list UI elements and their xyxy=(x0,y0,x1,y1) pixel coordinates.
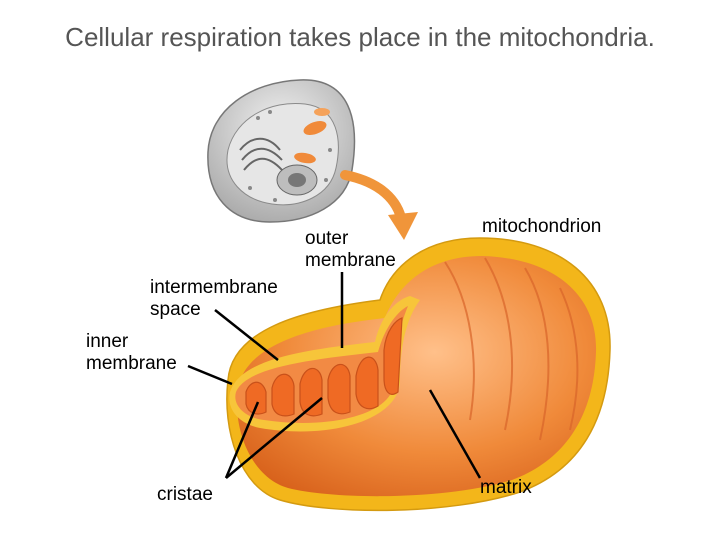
label-inner: inner xyxy=(86,331,129,352)
label-inner-membrane: membrane xyxy=(86,353,177,374)
leader-cristae-2 xyxy=(225,397,323,479)
leader-intermembrane xyxy=(214,309,279,361)
label-space: space xyxy=(150,299,201,320)
animal-cell xyxy=(207,79,356,223)
label-cristae: cristae xyxy=(157,484,213,505)
leader-lines xyxy=(187,272,482,479)
label-outer: outer xyxy=(305,228,349,249)
cell-mitochondrion-1 xyxy=(303,121,327,135)
outer-ridges xyxy=(444,257,579,441)
cell-mitochondrion-3 xyxy=(314,108,330,116)
leader-matrix xyxy=(428,389,482,479)
label-matrix: matrix xyxy=(480,477,532,498)
page-title: Cellular respiration takes place in the … xyxy=(65,22,655,52)
mitochondrion xyxy=(226,237,611,512)
zoom-arrow-head xyxy=(388,212,418,240)
leader-inner-membrane xyxy=(187,364,233,386)
label-mitochondrion: mitochondrion xyxy=(482,216,602,237)
cell-mitochondrion-2 xyxy=(294,152,316,164)
golgi-apparatus xyxy=(239,137,283,171)
label-outer-membrane: membrane xyxy=(305,250,396,271)
label-intermembrane: intermembrane xyxy=(150,277,278,298)
leader-cristae-1 xyxy=(224,401,260,479)
